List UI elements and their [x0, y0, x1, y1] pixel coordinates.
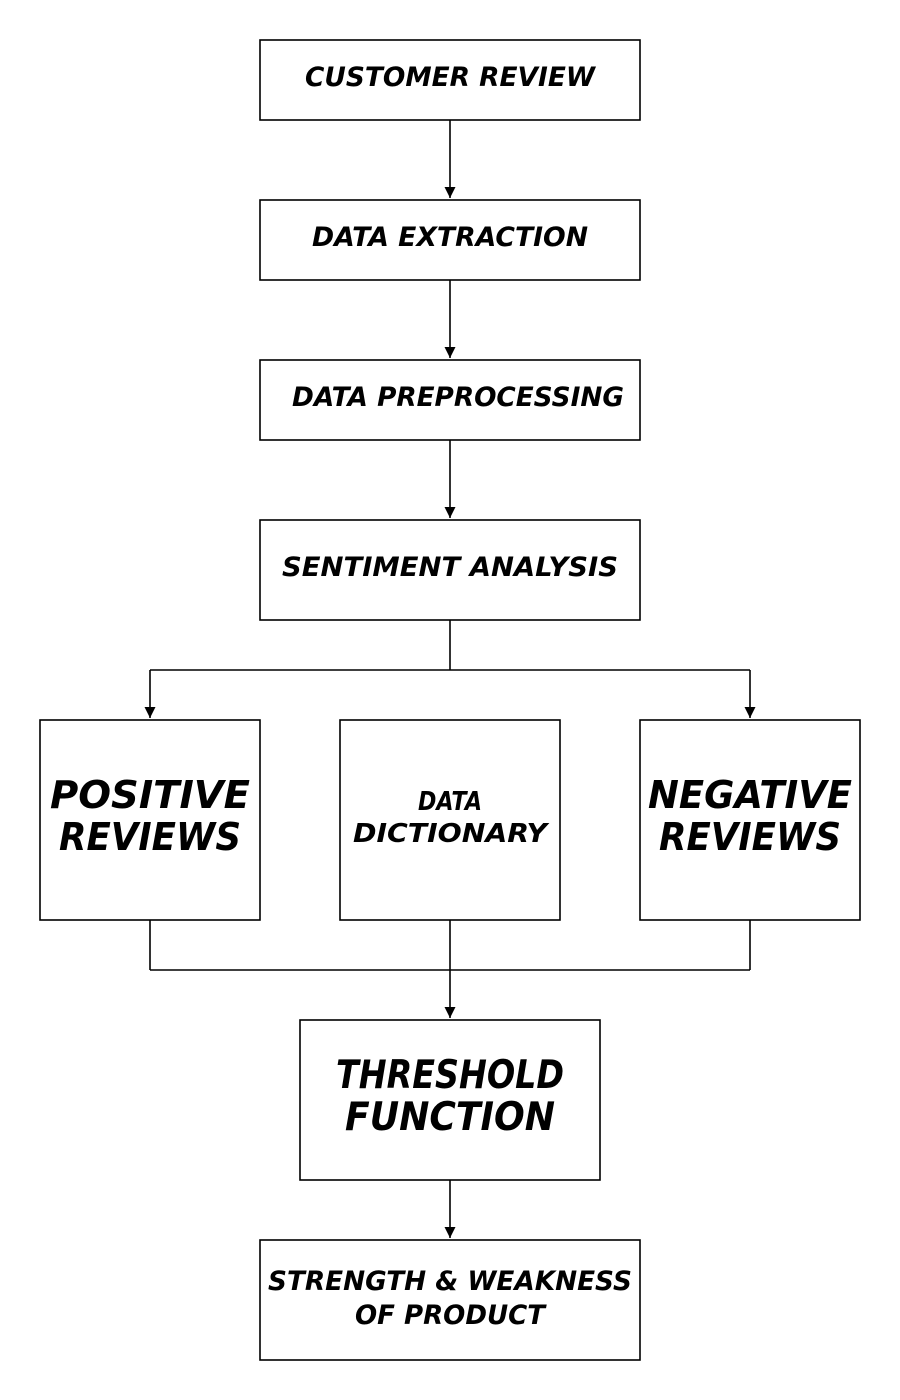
node-data-dictionary-label-line2: DICTIONARY: [353, 819, 550, 849]
node-sentiment-analysis-label: SENTIMENT ANALYSIS: [282, 552, 618, 583]
node-customer-review: CUSTOMER REVIEW: [259, 39, 641, 121]
node-strength-weakness-label-line1: STRENGTH & WEAKNESS: [268, 1266, 632, 1297]
node-positive-reviews-label-line1: POSITIVE: [50, 773, 250, 817]
node-negative-reviews: NEGATIVE REVIEWS: [639, 719, 861, 921]
node-data-extraction: DATA EXTRACTION: [259, 199, 641, 281]
node-data-dictionary: DATA DICTIONARY: [339, 719, 561, 921]
node-data-extraction-label: DATA EXTRACTION: [312, 222, 588, 253]
node-positive-reviews: POSITIVE REVIEWS: [39, 719, 261, 921]
node-sentiment-analysis: SENTIMENT ANALYSIS: [259, 519, 641, 621]
node-positive-reviews-label-line2: REVIEWS: [59, 815, 241, 859]
node-strength-weakness: STRENGTH & WEAKNESS OF PRODUCT: [259, 1239, 641, 1361]
node-data-preprocessing-label: DATA PREPROCESSING: [292, 382, 624, 413]
node-strength-weakness-label-line2: OF PRODUCT: [355, 1300, 547, 1331]
node-negative-reviews-label-line2: REVIEWS: [659, 815, 841, 859]
node-threshold-function-label-line2: FUNCTION: [345, 1095, 555, 1140]
node-threshold-function-label-line1: THRESHOLD: [336, 1053, 564, 1098]
node-data-preprocessing: DATA PREPROCESSING: [259, 359, 641, 441]
node-negative-reviews-label-line1: NEGATIVE: [648, 773, 852, 817]
node-customer-review-label: CUSTOMER REVIEW: [305, 62, 596, 93]
node-data-dictionary-label-line1: DATA: [418, 787, 482, 817]
node-threshold-function: THRESHOLD FUNCTION: [299, 1019, 601, 1181]
